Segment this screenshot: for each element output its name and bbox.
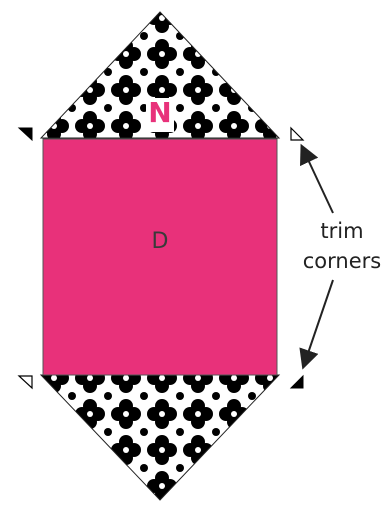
trim-note-line2: corners [300,246,384,276]
trim-triangle [19,376,32,388]
arrow-icon [305,280,333,362]
trim-triangle [19,128,32,140]
trim-note-line1: trim [300,216,384,246]
trim-triangle [291,376,303,388]
trim-note: trim corners [300,216,384,276]
edge-piece-label: N [140,96,180,129]
arrow-icon [304,151,333,213]
center-piece-label: D [120,229,200,254]
bottom-print-triangle [41,375,279,500]
center-square [43,139,277,375]
trim-triangle [291,128,303,140]
